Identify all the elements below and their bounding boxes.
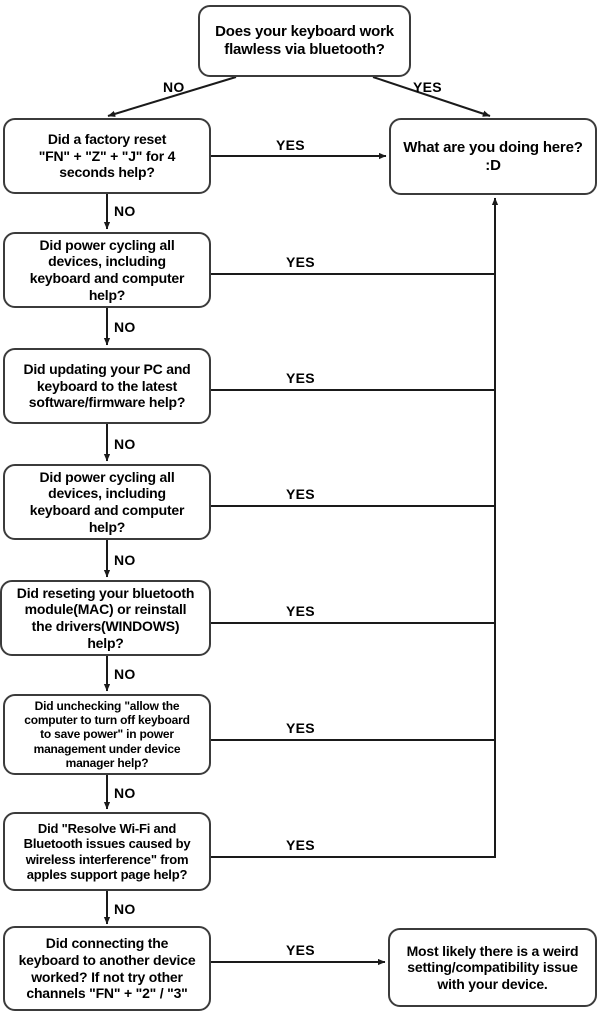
node-factory-reset[interactable]: Did a factory reset "FN" + "Z" + "J" for…: [3, 118, 211, 194]
node-success-label: What are you doing here? :D: [403, 138, 583, 174]
edge-label-another-device-yes: YES: [286, 942, 315, 958]
node-weird-setting[interactable]: Most likely there is a weird setting/com…: [388, 928, 597, 1007]
node-power-management[interactable]: Did unchecking "allow the computer to tu…: [3, 694, 211, 775]
edge-label-wireless-interference-yes: YES: [286, 837, 315, 853]
edge-label-power-management-yes: YES: [286, 720, 315, 736]
node-update-software[interactable]: Did updating your PC and keyboard to the…: [3, 348, 211, 424]
node-start[interactable]: Does your keyboard work flawless via blu…: [198, 5, 411, 77]
edge-label-start-yes: YES: [413, 79, 442, 95]
node-power-cycle-2-label: Did power cycling all devices, including…: [29, 468, 185, 535]
edge-label-reset-bluetooth-no: NO: [114, 666, 136, 682]
node-power-cycle-2[interactable]: Did power cycling all devices, including…: [3, 464, 211, 540]
node-success[interactable]: What are you doing here? :D: [389, 118, 597, 195]
edge-label-power-management-no: NO: [114, 785, 136, 801]
node-reset-bluetooth-module[interactable]: Did reseting your bluetooth module(MAC) …: [0, 580, 211, 656]
edge-label-reset-bluetooth-yes: YES: [286, 603, 315, 619]
edge-label-start-no: NO: [163, 79, 185, 95]
edge-label-wireless-interference-no: NO: [114, 901, 136, 917]
edge-label-power-cycle-2-yes: YES: [286, 486, 315, 502]
node-reset-bluetooth-module-label: Did reseting your bluetooth module(MAC) …: [16, 584, 195, 651]
node-factory-reset-label: Did a factory reset "FN" + "Z" + "J" for…: [38, 131, 176, 181]
node-weird-setting-label: Most likely there is a weird setting/com…: [406, 942, 579, 992]
edge-label-power-cycle-1-yes: YES: [286, 254, 315, 270]
node-start-label: Does your keyboard work flawless via blu…: [215, 23, 394, 58]
node-update-software-label: Did updating your PC and keyboard to the…: [23, 361, 191, 411]
node-power-management-label: Did unchecking "allow the computer to tu…: [24, 699, 190, 770]
node-power-cycle-1-label: Did power cycling all devices, including…: [29, 236, 185, 303]
node-wireless-interference[interactable]: Did "Resolve Wi-Fi and Bluetooth issues …: [3, 812, 211, 891]
node-another-device-label: Did connecting the keyboard to another d…: [18, 935, 196, 1002]
node-another-device[interactable]: Did connecting the keyboard to another d…: [3, 926, 211, 1011]
edge-label-update-software-yes: YES: [286, 370, 315, 386]
edge-label-factory-reset-yes: YES: [276, 137, 305, 153]
edge-label-power-cycle-2-no: NO: [114, 552, 136, 568]
edge-label-power-cycle-1-no: NO: [114, 319, 136, 335]
edge-label-update-software-no: NO: [114, 436, 136, 452]
node-wireless-interference-label: Did "Resolve Wi-Fi and Bluetooth issues …: [23, 820, 191, 882]
edge-label-factory-reset-no: NO: [114, 203, 136, 219]
node-power-cycle-1[interactable]: Did power cycling all devices, including…: [3, 232, 211, 308]
